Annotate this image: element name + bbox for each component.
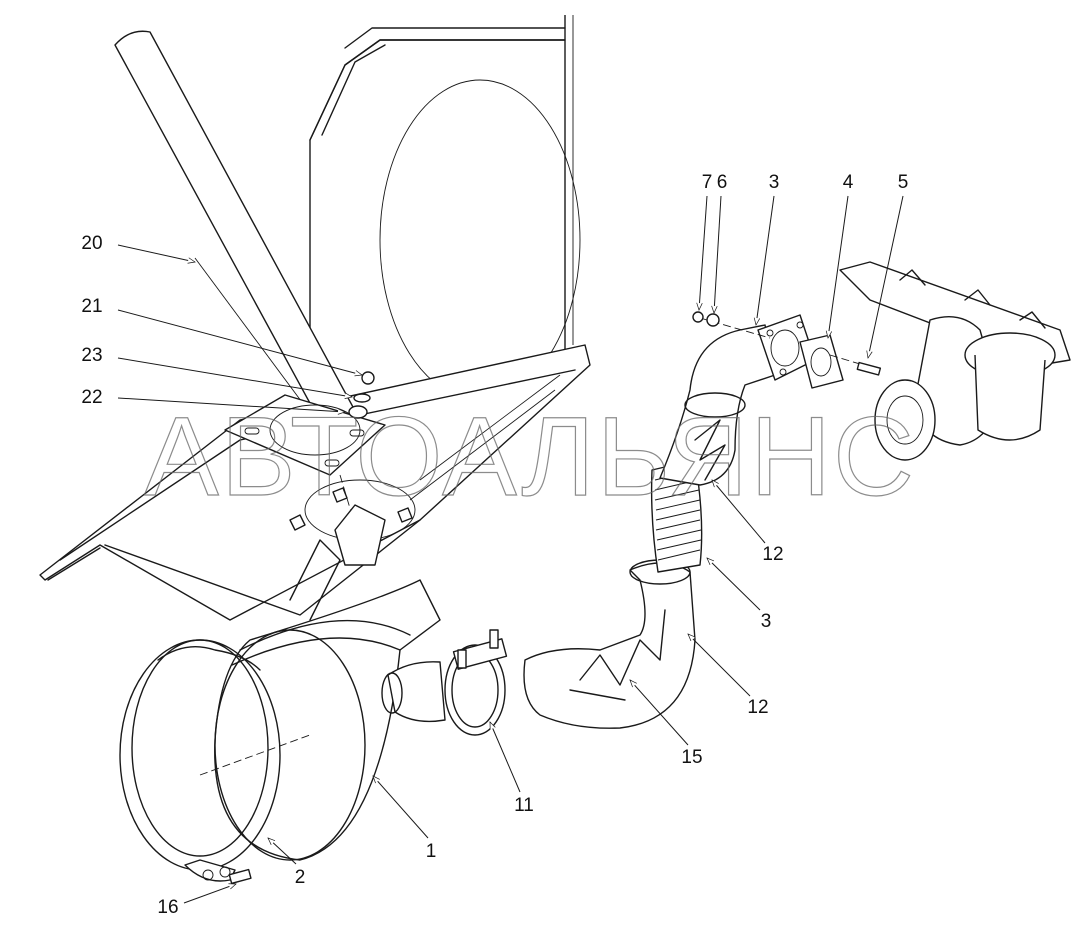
callout-7: 7: [702, 172, 713, 193]
callout-6: 6: [717, 172, 728, 193]
callout-22: 22: [81, 387, 102, 408]
muffler: [199, 539, 441, 861]
callout-3-top: 3: [769, 172, 780, 193]
callout-21: 21: [81, 296, 102, 317]
band-clamp: [119, 639, 281, 885]
callout-labels: 20 21 23 22 7 6 3 4 5 12 3 12 15 11 1 2 …: [81, 172, 908, 918]
upper-elbow-pipe: [659, 311, 882, 486]
watermark: АВТОАЛЬЯНС: [144, 394, 916, 519]
lower-elbow-pipe: [523, 559, 696, 729]
radiator-panel: [309, 15, 581, 471]
callout-2: 2: [295, 867, 306, 888]
pipe-sleeve: [381, 629, 508, 736]
turbocharger-manifold: [839, 261, 1071, 461]
callout-12-lower: 12: [747, 697, 768, 718]
leader-lines: [117, 195, 904, 904]
frame-bracket: [39, 344, 591, 621]
callout-1: 1: [426, 841, 437, 862]
callout-23: 23: [81, 345, 102, 366]
callout-20: 20: [81, 233, 102, 254]
callout-3-lower: 3: [761, 611, 772, 632]
callout-4: 4: [843, 172, 854, 193]
callout-12-upper: 12: [762, 544, 783, 565]
callout-11: 11: [514, 795, 534, 816]
flex-hose: [650, 459, 703, 573]
mounting-plate: [224, 371, 413, 566]
callout-16: 16: [157, 897, 178, 918]
callout-5: 5: [898, 172, 909, 193]
callout-15: 15: [681, 747, 702, 768]
